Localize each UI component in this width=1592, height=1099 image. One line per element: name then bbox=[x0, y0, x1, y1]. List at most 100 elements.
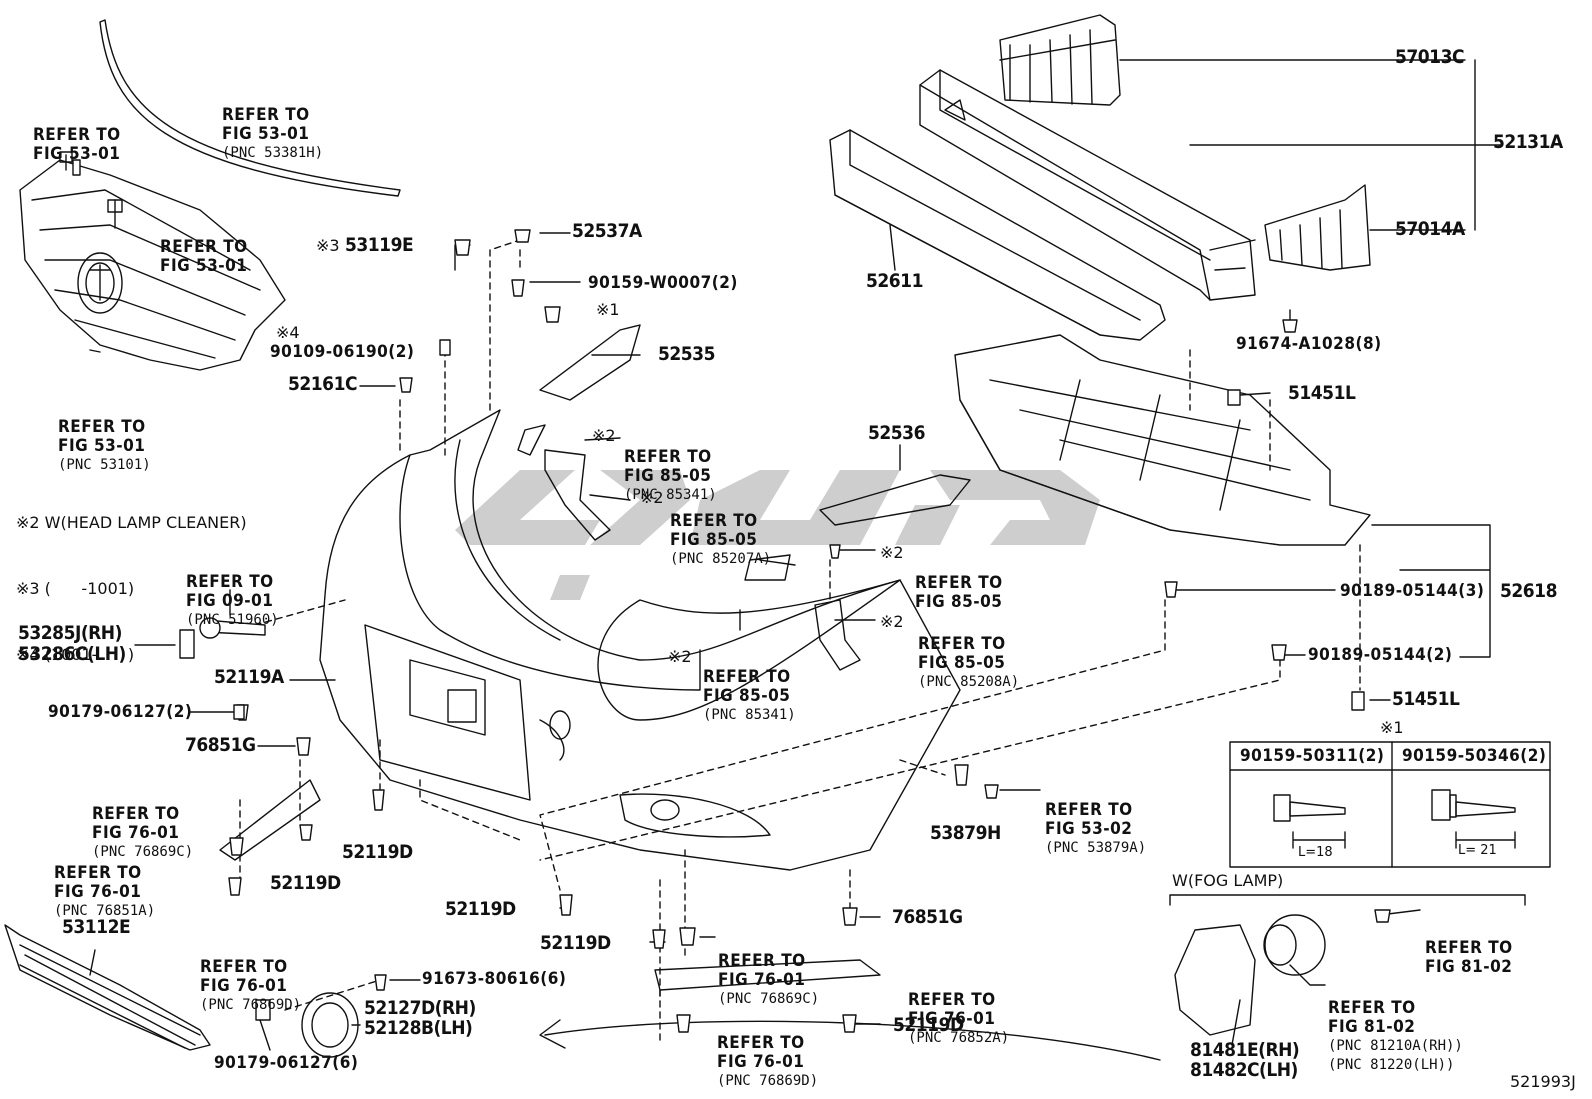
mark-1-a: ※1 bbox=[596, 300, 620, 319]
leader-lines bbox=[89, 59, 1526, 1051]
label-57014A: 57014A bbox=[1395, 218, 1465, 240]
label-52535: 52535 bbox=[658, 343, 715, 365]
bumper-reinforcement bbox=[920, 70, 1255, 300]
upper-moulding bbox=[99, 19, 401, 197]
label-53112E: 53112E bbox=[62, 916, 131, 938]
bolt-table-lines bbox=[1229, 741, 1551, 868]
mark-2-c: ※2 bbox=[880, 543, 904, 562]
sill-lower-spoiler bbox=[654, 959, 881, 991]
cleaner-nozzle-right bbox=[814, 599, 861, 671]
note-mark-3: ※3 ( -1001) bbox=[16, 579, 135, 598]
engine-under-cover bbox=[955, 335, 1370, 545]
label-52618: 52618 bbox=[1500, 580, 1557, 602]
label-53286C: 53286C(LH) bbox=[18, 643, 126, 665]
label-53879H: 53879H bbox=[930, 822, 1001, 844]
mark-2-a: ※2 bbox=[592, 426, 616, 445]
cleaner-cap-left bbox=[517, 424, 546, 456]
label-90159-W0007: 90159-W0007(2) bbox=[588, 273, 738, 293]
label-51451L-lower: 51451L bbox=[1392, 688, 1460, 710]
label-53285J: 53285J(RH) bbox=[18, 622, 122, 644]
mark-2-b: ※2 bbox=[640, 488, 664, 507]
bolt-table-col2: 90159-50346(2) bbox=[1402, 746, 1547, 766]
label-90109-06190: 90109-06190(2) bbox=[270, 342, 415, 362]
mark-1-table: ※1 bbox=[1380, 718, 1404, 737]
mark-2-d: ※2 bbox=[880, 612, 904, 631]
label-57013C: 57013C bbox=[1395, 46, 1465, 68]
label-76851G-upper: 76851G bbox=[185, 734, 256, 756]
label-52611: 52611 bbox=[866, 270, 923, 292]
arrow-head bbox=[539, 1019, 566, 1049]
label-90189-05144-3: 90189-05144(3) bbox=[1340, 581, 1485, 601]
label-90179-06127-6: 90179-06127(6) bbox=[214, 1053, 359, 1073]
label-53119E: 53119E bbox=[345, 234, 414, 256]
bumper-side-bracket-left bbox=[539, 324, 641, 401]
label-90189-05144-2: 90189-05144(2) bbox=[1308, 645, 1453, 665]
label-52537A: 52537A bbox=[572, 220, 642, 242]
label-51451L-upper: 51451L bbox=[1288, 382, 1356, 404]
label-81481E: 81481E(RH) bbox=[1190, 1039, 1300, 1061]
cleaner-cap-right bbox=[744, 554, 791, 581]
label-52119D-b: 52119D bbox=[270, 872, 341, 894]
watermark-logo bbox=[455, 470, 1100, 600]
note-head-lamp-cleaner: ※2 W(HEAD LAMP CLEANER) bbox=[16, 513, 247, 532]
headlamp-cleaner-nozzle bbox=[544, 449, 611, 541]
label-52119D-a: 52119D bbox=[342, 841, 413, 863]
label-52536: 52536 bbox=[868, 422, 925, 444]
label-91673-80616: 91673-80616(6) bbox=[422, 969, 567, 989]
mark-4: ※4 bbox=[276, 323, 300, 342]
label-52131A: 52131A bbox=[1493, 131, 1563, 153]
drawing-number: 521993J bbox=[1510, 1072, 1576, 1091]
bumper-cover bbox=[320, 410, 960, 870]
energy-absorber bbox=[830, 130, 1165, 340]
dashed-guides bbox=[239, 239, 1361, 1041]
note-fog-lamp: W(FOG LAMP) bbox=[1172, 871, 1284, 890]
bolt-table-col1: 90159-50311(2) bbox=[1240, 746, 1385, 766]
label-52128B: 52128B(LH) bbox=[364, 1017, 473, 1039]
bumper-side-bracket-right bbox=[819, 474, 971, 526]
bolt-length-2: L= 21 bbox=[1458, 843, 1497, 858]
note-mark-4: ※4 (1001- ) bbox=[16, 645, 135, 664]
label-90179-06127-2: 90179-06127(2) bbox=[48, 702, 193, 722]
notes-block: ※2 W(HEAD LAMP CLEANER) ※3 ( -1001) ※4 (… bbox=[16, 468, 247, 688]
label-52127D: 52127D(RH) bbox=[364, 997, 476, 1019]
extension-bracket-lower bbox=[1265, 185, 1370, 270]
label-52161C: 52161C bbox=[288, 373, 358, 395]
label-52119A: 52119A bbox=[214, 666, 284, 688]
extension-bracket-upper bbox=[1000, 15, 1120, 105]
label-52119D-e: 52119D bbox=[893, 1014, 964, 1036]
label-76851G-lower: 76851G bbox=[892, 906, 963, 928]
label-91674-A1028: 91674-A1028(8) bbox=[1236, 334, 1382, 354]
label-81482C: 81482C(LH) bbox=[1190, 1059, 1298, 1081]
lower-grille bbox=[5, 925, 210, 1050]
bolt-length-1: L=18 bbox=[1298, 845, 1333, 860]
fog-lamp-housing bbox=[1175, 915, 1325, 1035]
front-grille bbox=[20, 152, 285, 370]
mark-3: ※3 bbox=[316, 236, 340, 255]
fasteners bbox=[72, 159, 1391, 1033]
mark-2-e: ※2 bbox=[668, 647, 692, 666]
label-52119D-c: 52119D bbox=[445, 898, 516, 920]
side-mudguard bbox=[219, 779, 321, 861]
label-52119D-d: 52119D bbox=[540, 932, 611, 954]
